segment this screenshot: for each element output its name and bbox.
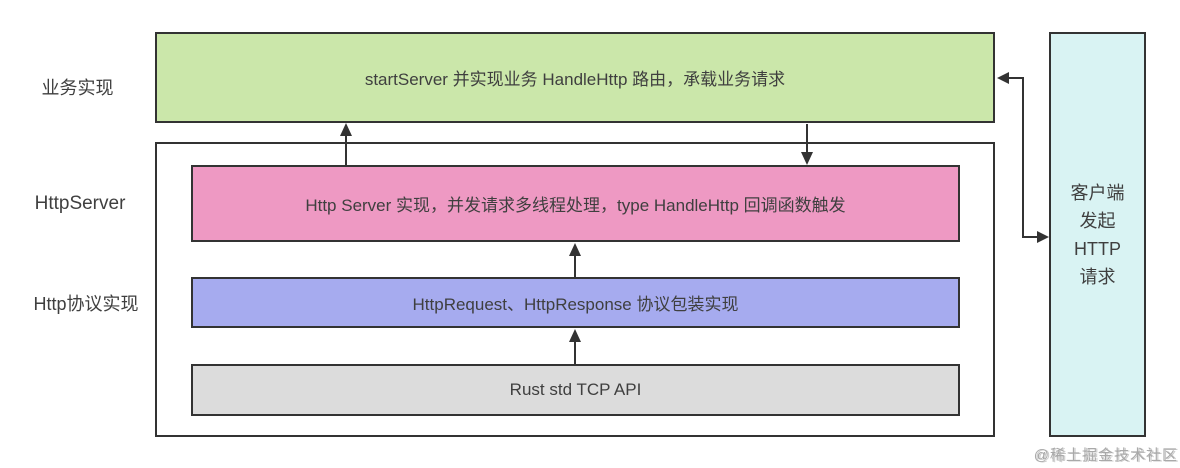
tcp-api-box: Rust std TCP API: [191, 364, 960, 416]
layer-label-http-protocol: Http协议实现: [33, 294, 139, 314]
arrow-up-icon: [569, 243, 581, 256]
arrow-tcp-to-protocol-line: [574, 340, 576, 365]
business-impl-box: startServer 并实现业务 HandleHttp 路由，承载业务请求: [155, 32, 995, 123]
arrow-business-to-server-line: [806, 124, 808, 154]
arrow-up-icon: [340, 123, 352, 136]
http-protocol-box-label: HttpRequest、HttpResponse 协议包装实现: [412, 295, 739, 314]
arrow-left-icon: [997, 72, 1009, 84]
layer-label-business: 业务实现: [41, 78, 114, 98]
client-connector-vertical-line: [1022, 77, 1024, 238]
client-request-box: 客户端 发起 HTTP 请求: [1049, 32, 1146, 437]
arrow-right-icon: [1037, 231, 1049, 243]
arrow-server-to-business-line: [345, 134, 347, 166]
arrow-protocol-to-server-line: [574, 254, 576, 278]
tcp-api-box-label: Rust std TCP API: [509, 380, 642, 399]
http-server-box-label: Http Server 实现，并发请求多线程处理，type HandleHttp…: [305, 196, 846, 215]
http-server-box: Http Server 实现，并发请求多线程处理，type HandleHttp…: [191, 165, 960, 242]
arrow-up-icon: [569, 329, 581, 342]
client-request-line: 请求: [1079, 266, 1116, 287]
client-request-line: 客户端: [1070, 182, 1125, 203]
client-request-line: HTTP: [1074, 238, 1121, 259]
client-request-line: 发起: [1079, 210, 1116, 231]
business-impl-box-label: startServer 并实现业务 HandleHttp 路由，承载业务请求: [364, 70, 786, 89]
client-connector-top-line: [1007, 77, 1024, 79]
http-protocol-box: HttpRequest、HttpResponse 协议包装实现: [191, 277, 960, 328]
juejin-watermark: @稀土掘金技术社区: [1033, 447, 1178, 464]
client-connector-bottom-line: [1022, 236, 1038, 238]
arrow-down-icon: [801, 152, 813, 165]
layer-label-httpserver: HttpServer: [34, 193, 126, 214]
